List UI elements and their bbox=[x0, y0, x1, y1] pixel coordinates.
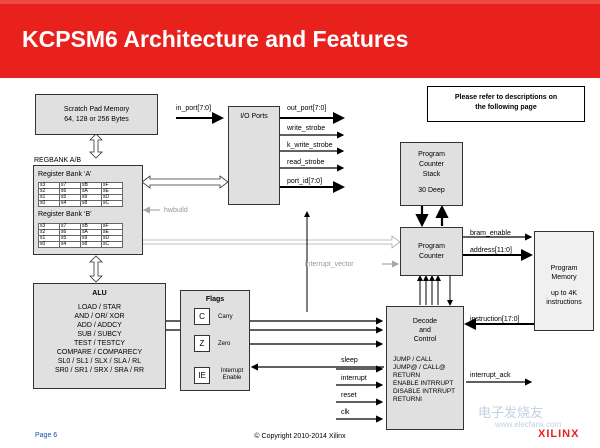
zero-flag-box: Z bbox=[194, 335, 210, 352]
flags-title: Flags bbox=[205, 296, 225, 303]
interrupt-enable-flag-box: IE bbox=[194, 367, 210, 384]
regbank-tag: REGBANK A/B bbox=[34, 157, 82, 164]
decode-op: RETURNI bbox=[393, 396, 422, 403]
io-ports-block: I/O Ports bbox=[228, 106, 280, 205]
alu-block: ALU LOAD / STAR AND / OR/ XOR ADD / ADDC… bbox=[33, 283, 166, 389]
note-line-2: the following page bbox=[475, 104, 537, 111]
address-label: address[11:0] bbox=[470, 247, 512, 254]
zero-flag-label: Zero bbox=[218, 341, 231, 347]
alu-title: ALU bbox=[92, 290, 107, 297]
watermark-url: www.elecfans.com bbox=[495, 420, 562, 429]
note-box: Please refer to descriptions on the foll… bbox=[427, 86, 585, 122]
carry-flag-box: C bbox=[194, 308, 210, 325]
write-strobe-label: write_strobe bbox=[287, 125, 326, 132]
regbank-pc-bus bbox=[141, 235, 401, 249]
interrupt-vector-label: interrupt_vector bbox=[305, 261, 354, 268]
scratch-regbank-bus bbox=[89, 133, 103, 159]
carry-flag-label: Carry bbox=[218, 314, 233, 320]
regbank-io-bus bbox=[141, 175, 229, 189]
alu-op: SR0 / SR1 / SRX / SRA / RR bbox=[54, 367, 145, 374]
page-number: Page 6 bbox=[35, 432, 58, 439]
interrupt-label: interrupt bbox=[341, 375, 367, 382]
alu-op: COMPARE / COMPARECY bbox=[56, 349, 143, 356]
program-counter-stack-block: Program Counter Stack 30 Deep bbox=[400, 142, 463, 206]
title-bar-highlight bbox=[0, 0, 600, 4]
alu-op: SL0 / SL1 / SLX / SLA / RL bbox=[57, 358, 142, 365]
register-bank-b-label: Register Bank ‘B’ bbox=[38, 211, 92, 218]
reset-label: reset bbox=[341, 392, 357, 399]
register-bank-a-label: Register Bank ‘A’ bbox=[38, 171, 92, 178]
alu-op: ADD / ADDCY bbox=[77, 322, 122, 329]
interrupt-enable-flag-label: Interrupt Enable bbox=[220, 368, 244, 381]
bram-enable-label: bram_enable bbox=[470, 230, 511, 237]
scratch-pad-memory-block: Scratch Pad Memory 64, 128 or 256 Bytes bbox=[35, 94, 158, 135]
decode-op: JUMP / CALL bbox=[393, 356, 433, 363]
alu-op: SUB / SUBCY bbox=[77, 331, 122, 338]
decode-op: RETURN bbox=[393, 372, 421, 379]
in-port-label: in_port[7:0] bbox=[176, 105, 212, 112]
copyright: © Copyright 2010-2014 Xilinx bbox=[254, 433, 346, 440]
k-write-strobe-label: k_write_strobe bbox=[287, 142, 333, 149]
scratch-pad-size: 64, 128 or 256 Bytes bbox=[64, 116, 129, 123]
alu-op: TEST / TESTCY bbox=[73, 340, 126, 347]
slide-title: KCPSM6 Architecture and Features bbox=[22, 26, 409, 52]
clk-label: clk bbox=[341, 409, 350, 416]
out-port-label: out_port[7:0] bbox=[287, 105, 327, 112]
program-memory-block: Program Memory up to 4K instructions bbox=[534, 231, 594, 331]
decode-op: DISABLE INTRRUPT bbox=[393, 388, 456, 395]
instruction-label: instruction[17:0] bbox=[470, 316, 520, 323]
interrupt-ack-label: interrupt_ack bbox=[470, 372, 511, 379]
note-line-1: Please refer to descriptions on bbox=[454, 94, 558, 101]
alu-op: AND / OR/ XOR bbox=[74, 313, 125, 320]
regbank-alu-bus bbox=[89, 255, 103, 283]
port-id-label: port_id[7:0] bbox=[287, 178, 323, 185]
decode-op: JUMP@ / CALL@ bbox=[393, 364, 446, 371]
decode-control-block: Decode and Control JUMP / CALL JUMP@ / C… bbox=[386, 306, 464, 430]
decode-op: ENABLE INTRRUPT bbox=[393, 380, 454, 387]
stack-depth: 30 Deep bbox=[418, 187, 445, 194]
title-bar bbox=[0, 0, 600, 78]
scratch-pad-title: Scratch Pad Memory bbox=[63, 106, 130, 113]
alu-op: LOAD / STAR bbox=[77, 304, 122, 311]
watermark-text: 电子发烧友 bbox=[478, 405, 544, 420]
sleep-label: sleep bbox=[341, 357, 358, 364]
xilinx-logo: XILINX bbox=[538, 428, 580, 440]
hwbuild-label: hwbuild bbox=[164, 207, 188, 214]
flags-block: Flags C Carry Z Zero IE Interrupt Enable bbox=[180, 290, 250, 391]
io-ports-title: I/O Ports bbox=[240, 113, 268, 120]
program-counter-block: Program Counter bbox=[400, 227, 463, 276]
read-strobe-label: read_strobe bbox=[287, 159, 325, 166]
